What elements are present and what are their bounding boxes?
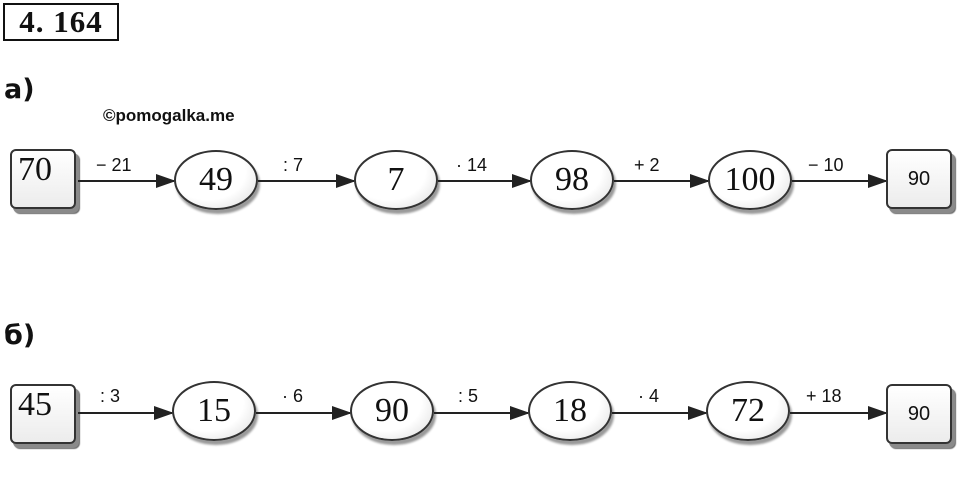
arrow-a-1 bbox=[78, 174, 176, 188]
arrow-b-2 bbox=[256, 406, 352, 420]
oval-a-2: 7 bbox=[354, 150, 438, 210]
arrow-b-3 bbox=[434, 406, 530, 420]
watermark: ©pomogalka.me bbox=[103, 106, 235, 125]
op-a-3: · 14 bbox=[456, 155, 488, 175]
chain-b: 45 : 3 15 · 6 90 : 5 18 · 4 72 + 18 90 bbox=[0, 378, 960, 478]
start-value-a: 70 bbox=[18, 151, 52, 188]
op-b-3: : 5 bbox=[458, 386, 479, 406]
part-a-label: а) bbox=[4, 74, 35, 105]
end-box-a: 90 bbox=[886, 149, 952, 209]
arrow-a-3 bbox=[438, 174, 532, 188]
arrow-b-1 bbox=[78, 406, 174, 420]
oval-b-4: 72 bbox=[706, 381, 790, 441]
chain-a: 70 − 21 49 : 7 7 · 14 98 + 2 100 − 10 90 bbox=[0, 145, 960, 245]
oval-b-1: 15 bbox=[172, 381, 256, 441]
start-box-b: 45 bbox=[10, 384, 76, 444]
part-b-label: б) bbox=[4, 320, 36, 351]
op-a-1: − 21 bbox=[96, 155, 132, 175]
op-a-2: : 7 bbox=[283, 155, 304, 175]
oval-a-4: 100 bbox=[708, 150, 792, 210]
op-b-4: · 4 bbox=[638, 386, 660, 406]
start-value-b: 45 bbox=[18, 386, 52, 423]
op-b-1: : 3 bbox=[100, 386, 121, 406]
op-a-5: − 10 bbox=[808, 155, 844, 175]
oval-b-2: 90 bbox=[350, 381, 434, 441]
oval-b-3: 18 bbox=[528, 381, 612, 441]
end-box-b: 90 bbox=[886, 384, 952, 444]
start-box-a: 70 bbox=[10, 149, 76, 209]
oval-a-1: 49 bbox=[174, 150, 258, 210]
task-number: 4. 164 bbox=[3, 3, 119, 41]
arrow-b-4 bbox=[612, 406, 708, 420]
arrow-a-5 bbox=[792, 174, 888, 188]
arrow-a-2 bbox=[258, 174, 356, 188]
op-b-5: + 18 bbox=[806, 386, 842, 406]
op-b-2: · 6 bbox=[282, 386, 304, 406]
arrow-b-5 bbox=[790, 406, 888, 420]
oval-a-3: 98 bbox=[530, 150, 614, 210]
op-a-4: + 2 bbox=[634, 155, 660, 175]
arrow-a-4 bbox=[614, 174, 710, 188]
